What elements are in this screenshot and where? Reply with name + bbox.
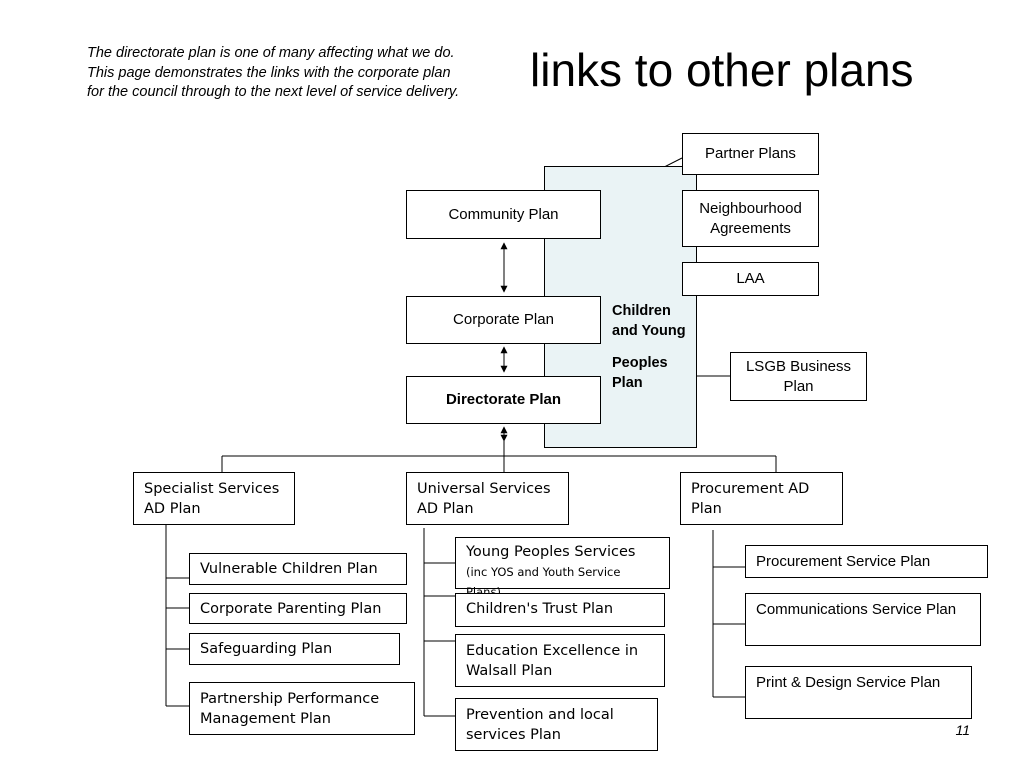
children-young-peoples-plan-label: Children and Young Peoples Plan xyxy=(612,301,692,393)
neighbourhood-agreements-box: Neighbourhood Agreements xyxy=(682,190,819,247)
universal-ad-plan-box: Universal Services AD Plan xyxy=(406,472,569,525)
partner-plans-label: Partner Plans xyxy=(705,145,796,162)
childrens-trust-plan-label: Children's Trust Plan xyxy=(466,601,614,617)
vulnerable-children-plan-box: Vulnerable Children Plan xyxy=(189,553,407,585)
universal-ad-plan-label: Universal Services AD Plan xyxy=(417,481,551,517)
procurement-service-plan-box: Procurement Service Plan xyxy=(745,545,988,578)
procurement-ad-plan-box: Procurement AD Plan xyxy=(680,472,843,525)
print-design-service-plan-box: Print & Design Service Plan xyxy=(745,666,972,719)
intro-text: The directorate plan is one of many affe… xyxy=(87,45,460,100)
neighbourhood-agreements-label: Neighbourhood Agreements xyxy=(699,199,802,237)
community-plan-box: Community Plan xyxy=(406,190,601,239)
partnership-performance-plan-box: Partnership Performance Management Plan xyxy=(189,682,415,735)
slide-title: links to other plans xyxy=(530,44,914,96)
partner-plans-box: Partner Plans xyxy=(682,133,819,175)
communications-service-plan-label: Communications Service Plan xyxy=(756,601,957,618)
education-excellence-plan-box: Education Excellence in Walsall Plan xyxy=(455,634,665,687)
cyp-label-line2: Peoples Plan xyxy=(612,355,668,391)
procurement-service-plan-label: Procurement Service Plan xyxy=(756,553,931,570)
corporate-parenting-plan-box: Corporate Parenting Plan xyxy=(189,593,407,624)
cyp-label-line1: Children and Young xyxy=(612,303,686,339)
communications-service-plan-box: Communications Service Plan xyxy=(745,593,981,646)
corporate-plan-box: Corporate Plan xyxy=(406,296,601,344)
laa-box: LAA xyxy=(682,262,819,296)
lsgb-label: LSGB Business Plan xyxy=(745,357,852,395)
childrens-trust-plan-box: Children's Trust Plan xyxy=(455,593,665,627)
young-peoples-services-label: Young Peoples Services xyxy=(466,544,636,560)
print-design-service-plan-label: Print & Design Service Plan xyxy=(756,674,941,691)
laa-label: LAA xyxy=(736,270,765,287)
corporate-parenting-plan-label: Corporate Parenting Plan xyxy=(200,601,382,617)
procurement-ad-plan-label: Procurement AD Plan xyxy=(691,481,810,517)
directorate-plan-box: Directorate Plan xyxy=(406,376,601,424)
page-number: 11 xyxy=(955,722,970,738)
safeguarding-plan-label: Safeguarding Plan xyxy=(200,641,333,657)
safeguarding-plan-box: Safeguarding Plan xyxy=(189,633,400,665)
community-plan-label: Community Plan xyxy=(448,205,559,223)
education-excellence-plan-label: Education Excellence in Walsall Plan xyxy=(466,643,639,679)
corporate-plan-label: Corporate Plan xyxy=(453,311,554,328)
partnership-performance-plan-label: Partnership Performance Management Plan xyxy=(200,691,380,727)
lsgb-box: LSGB Business Plan xyxy=(730,352,867,401)
prevention-local-services-box: Prevention and local services Plan xyxy=(455,698,658,751)
vulnerable-children-plan-label: Vulnerable Children Plan xyxy=(200,561,378,577)
directorate-plan-label: Directorate Plan xyxy=(445,391,562,408)
specialist-ad-plan-box: Specialist Services AD Plan xyxy=(133,472,295,525)
prevention-local-services-label: Prevention and local services Plan xyxy=(466,707,614,743)
young-peoples-services-box: Young Peoples Services (inc YOS and Yout… xyxy=(455,537,670,599)
specialist-ad-plan-label: Specialist Services AD Plan xyxy=(144,481,280,517)
